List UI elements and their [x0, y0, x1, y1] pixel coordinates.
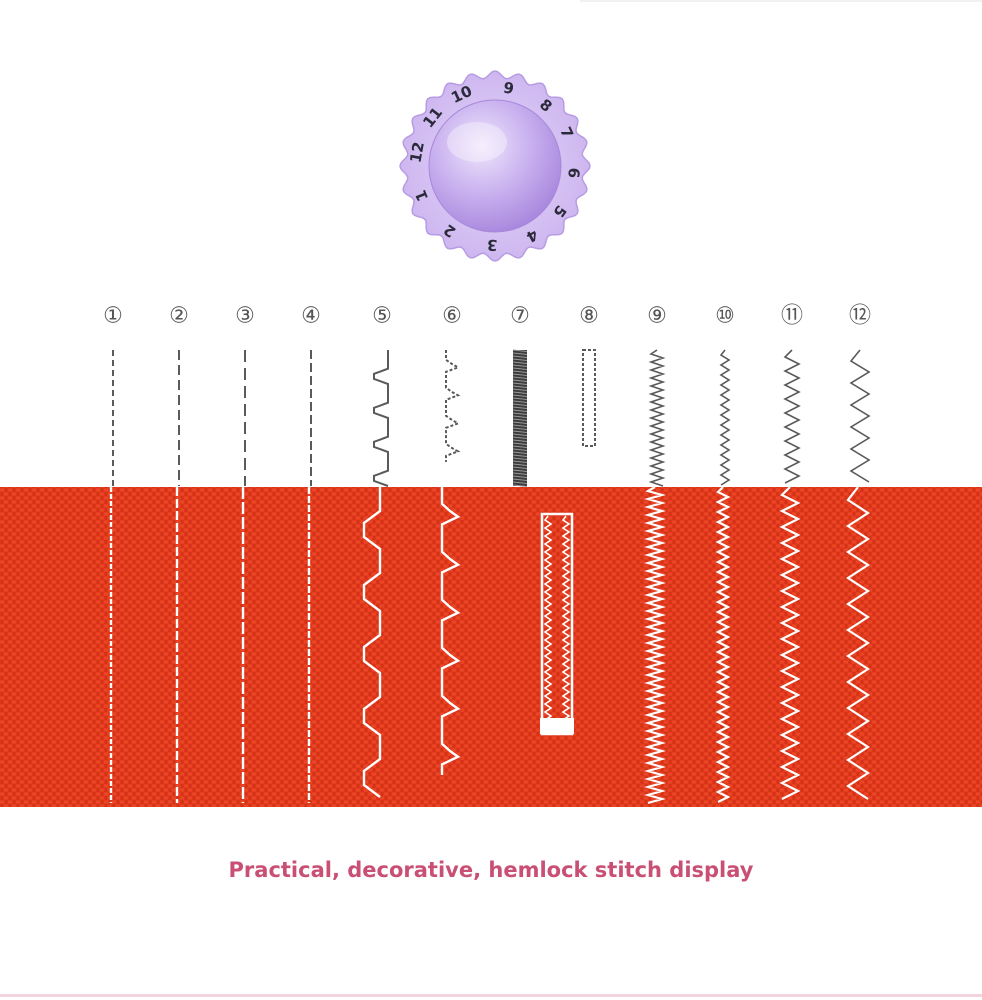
sewn-bartack — [540, 718, 574, 734]
zigzag-icon — [783, 349, 801, 484]
stitch-label-7: ⑦ — [510, 304, 530, 329]
caption-text: Practical, decorative, hemlock stitch di… — [228, 858, 754, 882]
red-fabric-swatch — [0, 487, 982, 807]
wide-zigzag-icon — [849, 349, 871, 483]
blind-hem-stitch-icon — [373, 350, 389, 487]
stitch-label-2: ② — [169, 304, 189, 329]
stitch-label-1: ① — [103, 304, 123, 329]
stitch-label-9: ⑨ — [647, 304, 667, 329]
stitch-label-10: ⑩ — [715, 304, 735, 329]
stitch-label-6: ⑥ — [442, 304, 462, 329]
dial-knob — [428, 99, 562, 233]
elastic-blind-stitch-icon — [445, 350, 461, 462]
top-divider — [580, 0, 982, 2]
stitch-label-12: ⑫ — [849, 304, 871, 329]
stitch-number-labels: ① ② ③ ④ ⑤ ⑥ ⑦ ⑧ ⑨ ⑩ ⑪ ⑫ — [103, 304, 871, 329]
sewn-blind-hem-stitch-icon — [362, 487, 382, 798]
sewn-elastic-blind-stitch-icon — [440, 487, 461, 775]
bottom-divider — [0, 994, 982, 997]
buttonhole-icon — [582, 349, 596, 447]
stitch-label-8: ⑧ — [579, 304, 599, 329]
stitch-label-11: ⑪ — [781, 304, 803, 329]
satin-stitch-icon — [512, 349, 528, 487]
stitch-label-3: ③ — [235, 304, 255, 329]
stitch-label-4: ④ — [301, 304, 321, 329]
sewn-narrow-zigzag-icon — [643, 486, 667, 805]
dial-number: 3 — [487, 236, 498, 254]
dial-highlight — [447, 122, 507, 162]
sewn-satin-stitch-icon — [540, 512, 574, 736]
tight-zigzag-icon — [719, 349, 731, 486]
narrow-zigzag-icon — [648, 349, 666, 487]
sewn-zigzag-icon — [779, 486, 801, 800]
dial-number: 12 — [407, 140, 428, 164]
dial-number: 9 — [502, 78, 515, 98]
stitch-label-5: ⑤ — [372, 304, 392, 329]
sewn-stitch-samples — [109, 486, 871, 805]
sewn-wide-zigzag-icon — [845, 486, 871, 800]
stitch-pattern-icons — [112, 349, 871, 487]
dial-number: 6 — [564, 167, 583, 179]
sewn-tight-zigzag-icon — [715, 486, 731, 803]
